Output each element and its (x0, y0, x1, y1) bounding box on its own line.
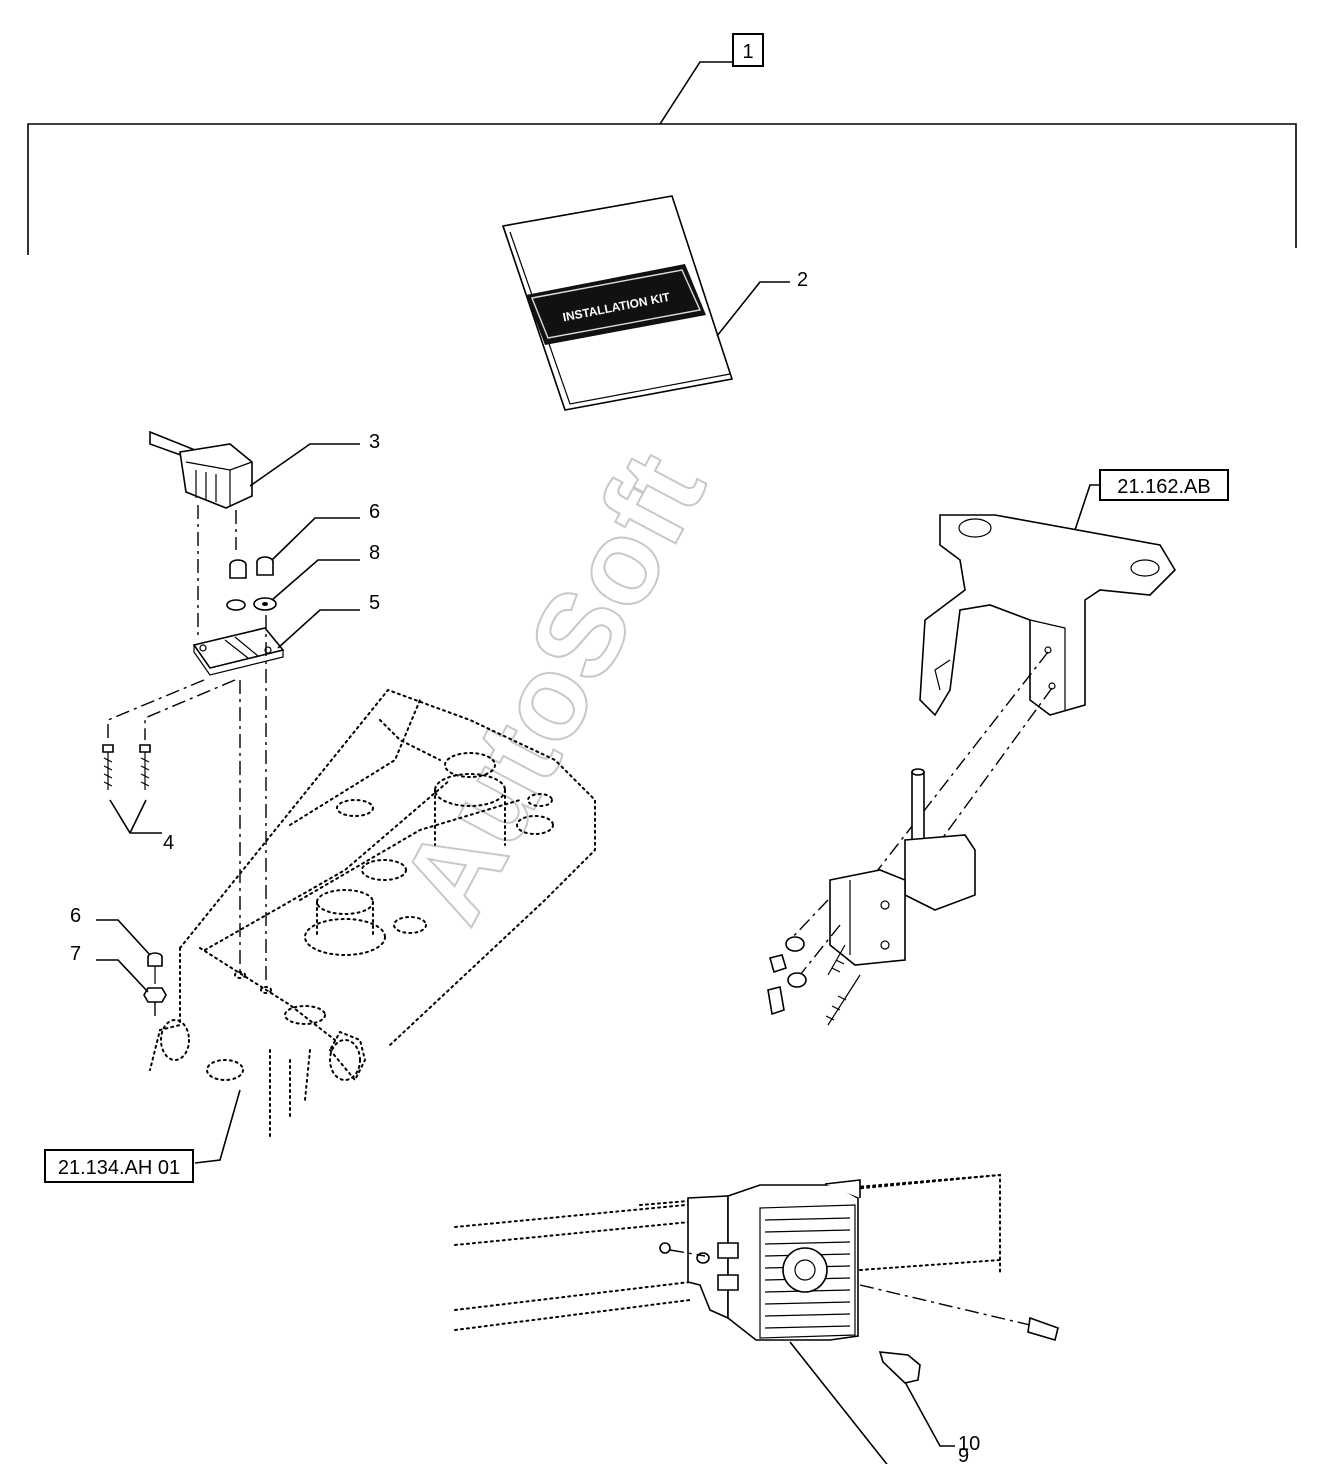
callout-5[interactable]: 5 (369, 592, 380, 614)
callout-2[interactable]: 2 (797, 269, 808, 291)
callout-4[interactable]: 4 (163, 832, 174, 854)
valve-ref-box[interactable] (44, 1149, 194, 1183)
alarm-bolts[interactable] (659, 1242, 1059, 1384)
kit-number-box[interactable] (732, 33, 764, 67)
bracket-ref-box[interactable] (1099, 469, 1229, 501)
watermark-text: AutoSoft (375, 432, 731, 942)
callout-9[interactable]: 9 (958, 1445, 969, 1464)
washer-pair[interactable] (226, 597, 277, 611)
callout-10[interactable]: 10 (958, 1433, 980, 1455)
screw-pair-upper[interactable] (229, 556, 274, 579)
kit-number-label: 1 (742, 41, 753, 63)
valve-block-outline (149, 688, 596, 1141)
backup-alarm[interactable] (687, 1179, 861, 1341)
mounting-plate[interactable] (192, 627, 285, 676)
callout-7[interactable]: 7 (70, 943, 81, 965)
callout-6-lower[interactable]: 6 (70, 905, 81, 927)
screw-and-nut-lower[interactable] (143, 952, 167, 1020)
callout-3[interactable]: 3 (369, 431, 380, 453)
kit-group-bracket: 1 (27, 33, 1297, 255)
bracket-assembly[interactable] (919, 514, 1177, 717)
sensor-fasteners[interactable] (767, 936, 861, 1026)
switch-part[interactable] (149, 430, 253, 509)
callout-8[interactable]: 8 (369, 542, 380, 564)
screw-pair-item-4[interactable] (102, 744, 151, 790)
callout-6-upper[interactable]: 6 (369, 501, 380, 523)
sensor-switch-assembly[interactable] (829, 768, 976, 966)
installation-kit-booklet[interactable]: INSTALLATION KIT (501, 195, 734, 411)
bracket-ref-label: 21.162.AB (1117, 476, 1210, 498)
valve-ref-label: 21.134.AH 01 (58, 1157, 180, 1179)
